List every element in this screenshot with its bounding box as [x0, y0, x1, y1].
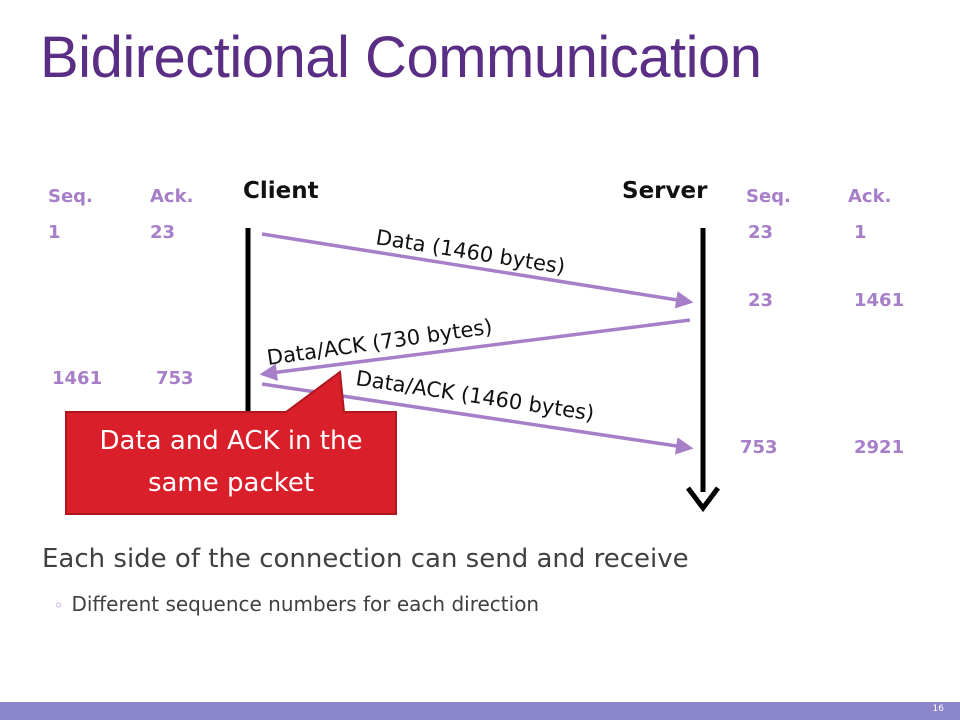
message-label-data: Data (1460 bytes)	[374, 225, 567, 279]
callout-text: Data and ACK in the same packet	[66, 420, 396, 504]
server-ack-header: Ack.	[848, 186, 892, 207]
client-seq-header: Seq.	[48, 186, 93, 207]
bullet-sub-text: Different sequence numbers for each dire…	[71, 592, 540, 616]
server-seq-value: 23	[748, 222, 774, 243]
client-ack-value: 753	[156, 368, 194, 389]
bullet-circle-icon: ◦	[54, 596, 64, 615]
server-seq-header: Seq.	[746, 186, 791, 207]
callout-line: same packet	[147, 468, 315, 498]
client-ack-header: Ack.	[150, 186, 194, 207]
slide-title: Bidirectional Communication	[40, 25, 762, 90]
callout-box	[65, 370, 397, 515]
callout-line: Data and ACK in the	[99, 426, 363, 456]
server-label: Server	[622, 178, 708, 204]
server-seq-value: 23	[748, 290, 774, 311]
footer-bar	[0, 702, 960, 720]
bullet-sub: ◦ Different sequence numbers for each dir…	[54, 592, 539, 616]
arrow-down-icon	[686, 486, 720, 513]
server-ack-value: 2921	[854, 437, 905, 458]
page-number: 16	[932, 704, 944, 714]
message-arrow-data	[261, 232, 694, 309]
client-seq-value: 1	[48, 222, 61, 243]
server-ack-value: 1461	[854, 290, 905, 311]
message-arrow-data-ack-730	[259, 318, 691, 381]
client-seq-value: 1461	[52, 368, 103, 389]
server-seq-value: 753	[740, 437, 778, 458]
bullet-main: Each side of the connection can send and…	[42, 544, 689, 574]
message-label-data-ack-730: Data/ACK (730 bytes)	[265, 315, 493, 370]
server-ack-value: 1	[854, 222, 867, 243]
client-ack-value: 23	[150, 222, 176, 243]
client-label: Client	[243, 178, 319, 204]
